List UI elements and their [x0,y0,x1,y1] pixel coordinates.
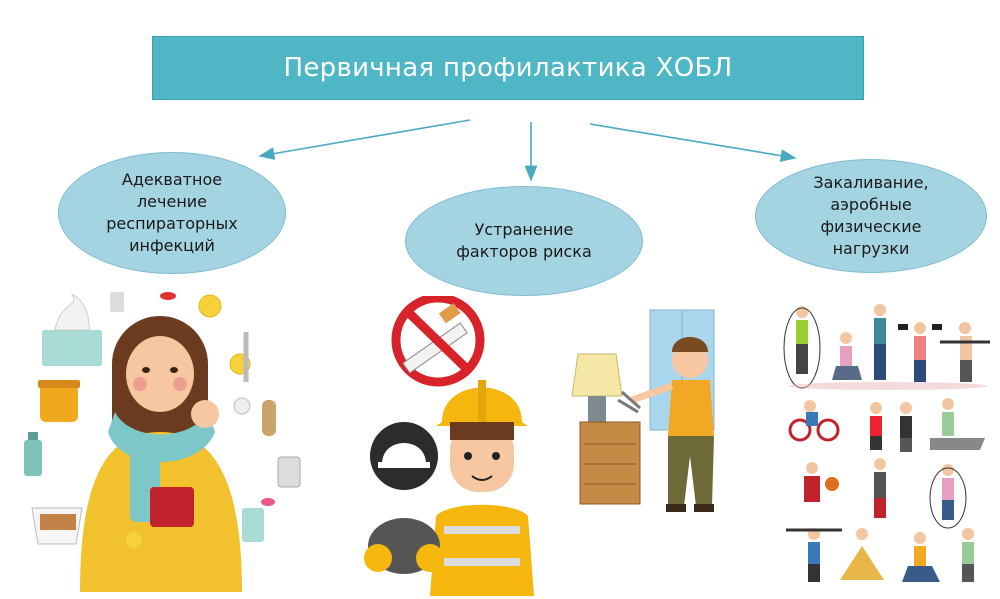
branch-text: Закаливание, аэробные физические нагрузк… [813,173,929,258]
diagram-title: Первичная профилактика ХОБЛ [152,36,864,100]
branch-oval-risk-factors: Устранение факторов риска [405,186,643,296]
risk-factors-illustration [364,296,715,596]
branch-oval-infections: Адекватное лечение респираторных инфекци… [58,152,286,274]
branch-text: Адекватное лечение респираторных инфекци… [106,170,238,255]
arrow-right [589,123,797,162]
diagram-title-text: Первичная профилактика ХОБЛ [283,53,733,83]
sick-woman-illustration [24,292,301,592]
branch-text: Устранение факторов риска [456,220,592,261]
arrow-left [258,119,471,160]
sport-activities-illustration [783,304,990,582]
branch-oval-exercise: Закаливание, аэробные физические нагрузк… [755,159,987,273]
